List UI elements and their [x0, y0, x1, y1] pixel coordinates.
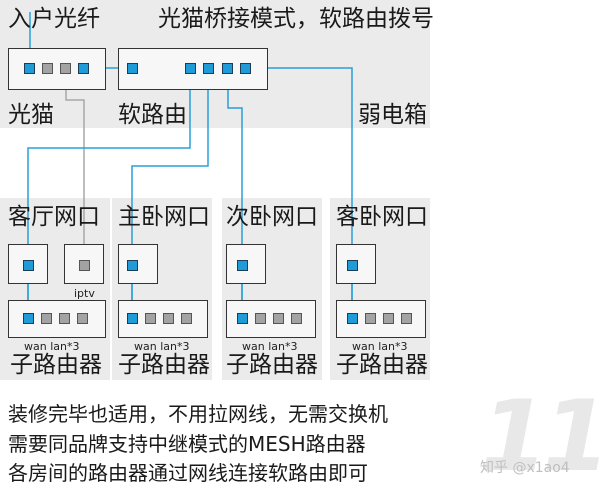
- sub-router-second-lan-3: [291, 313, 302, 324]
- modem-port-pon: [24, 63, 35, 74]
- wall-jack-port-living: [23, 260, 34, 271]
- sub-router-living-lan-3: [77, 313, 88, 324]
- sub-router-master-lan-1: [145, 313, 156, 324]
- soft-router-port-3: [222, 63, 233, 74]
- sub-router-label-living: 子路由器: [10, 352, 102, 378]
- sub-router-second-wan: [237, 313, 248, 324]
- sub-router-guest-lan-3: [401, 313, 412, 324]
- sub-router-label-second: 子路由器: [226, 352, 318, 378]
- modem-box: [8, 48, 106, 90]
- wall-jack-port-master: [127, 260, 138, 271]
- wire-living-room: [27, 68, 191, 318]
- port-label-second: wan lan*3: [242, 340, 298, 353]
- soft-router-port-1: [185, 63, 196, 74]
- sub-router-second-lan-2: [273, 313, 284, 324]
- port-label-guest: wan lan*3: [352, 340, 408, 353]
- sub-router-living-lan-1: [41, 313, 52, 324]
- iptv-label: iptv: [74, 287, 95, 300]
- description-line-3: 各房间的路由器通过网线连接软路由即可: [8, 461, 368, 485]
- sub-router-guest-lan-1: [365, 313, 376, 324]
- room-panel-guest: [330, 198, 430, 380]
- soft-router-port-2: [203, 63, 214, 74]
- port-label-living: wan lan*3: [24, 340, 80, 353]
- sub-router-guest-lan-2: [383, 313, 394, 324]
- room-panel-master: [112, 198, 212, 380]
- soft-router-label: 软路由: [118, 102, 187, 128]
- room-label-guest: 客卧网口: [336, 204, 428, 230]
- sub-router-label-master: 子路由器: [118, 352, 210, 378]
- port-label-master: wan lan*3: [134, 340, 190, 353]
- diagram-title: 光猫桥接模式，软路由拨号: [158, 6, 434, 32]
- modem-label: 光猫: [8, 102, 54, 128]
- description-line-2: 需要同品牌支持中继模式的MESH路由器: [8, 432, 366, 456]
- sub-router-master-lan-2: [163, 313, 174, 324]
- room-panel-second: [222, 198, 322, 380]
- room-panel-living: [0, 198, 110, 380]
- modem-port-lan: [78, 63, 89, 74]
- soft-router-port-4: [240, 63, 251, 74]
- soft-router-port-wan: [127, 63, 138, 74]
- sub-router-second-lan-1: [255, 313, 266, 324]
- fiber-label: 入户光纤: [8, 6, 100, 32]
- zhihu-watermark: 知乎 @x1ao4: [480, 460, 570, 476]
- modem-port-1: [42, 63, 53, 74]
- wire-guest-bedroom: [246, 67, 353, 318]
- wall-jack-port-guest: [347, 260, 358, 271]
- wall-jack-port-second: [237, 260, 248, 271]
- sub-router-master-wan: [127, 313, 138, 324]
- sub-router-living-lan-2: [59, 313, 70, 324]
- wall-jack-master: [118, 244, 158, 284]
- wire-master-bedroom: [131, 68, 209, 318]
- iptv-wire: [65, 68, 85, 266]
- room-label-master: 主卧网口: [118, 204, 210, 230]
- sub-router-guest-wan: [347, 313, 358, 324]
- wall-jack-port-iptv: [79, 260, 90, 271]
- watermark-number: 11: [480, 380, 600, 494]
- cabinet-label: 弱电箱: [358, 102, 427, 128]
- room-label-second: 次卧网口: [226, 204, 318, 230]
- sub-router-living-wan: [23, 313, 34, 324]
- sub-router-master-lan-3: [181, 313, 192, 324]
- description-line-1: 装修完毕也适用，不用拉网线，无需交换机: [8, 402, 388, 426]
- modem-port-2: [60, 63, 71, 74]
- room-label-living: 客厅网口: [8, 204, 100, 230]
- sub-router-label-guest: 子路由器: [336, 352, 428, 378]
